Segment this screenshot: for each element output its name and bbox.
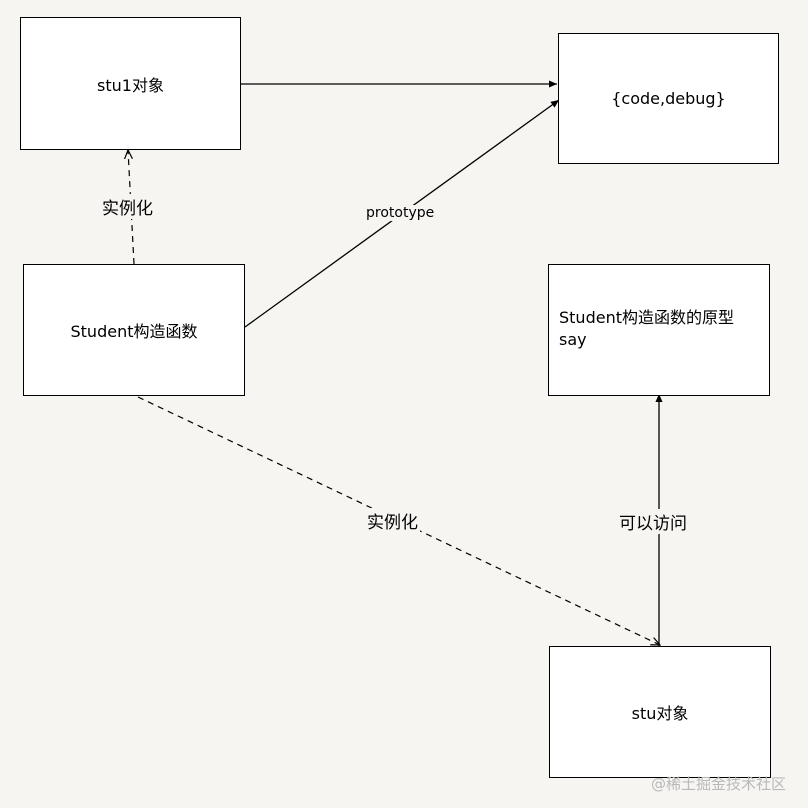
edge-label-instantiate-left: 实例化 <box>100 194 155 219</box>
node-code-debug-label: {code,debug} <box>611 89 726 108</box>
edge-label-can-access: 可以访问 <box>617 509 689 534</box>
edge-label-prototype: prototype <box>364 205 437 221</box>
node-stu-label: stu对象 <box>631 704 689 723</box>
node-student-constructor-label: Student构造函数 <box>70 322 198 341</box>
watermark: @稀土掘金技术社区 <box>650 775 786 793</box>
node-stu1-label: stu1对象 <box>97 75 164 95</box>
node-stu: stu对象 <box>549 646 771 778</box>
node-student-prototype-method: say <box>559 330 587 349</box>
edge-label-instantiate-diag: 实例化 <box>365 508 420 533</box>
node-student-constructor: Student构造函数 <box>23 264 245 396</box>
node-code-debug: {code,debug} <box>558 33 779 164</box>
node-stu1: stu1对象 <box>20 17 241 150</box>
node-student-prototype-title: Student构造函数的原型 <box>559 308 734 327</box>
node-student-prototype: Student构造函数的原型 say <box>548 264 770 396</box>
